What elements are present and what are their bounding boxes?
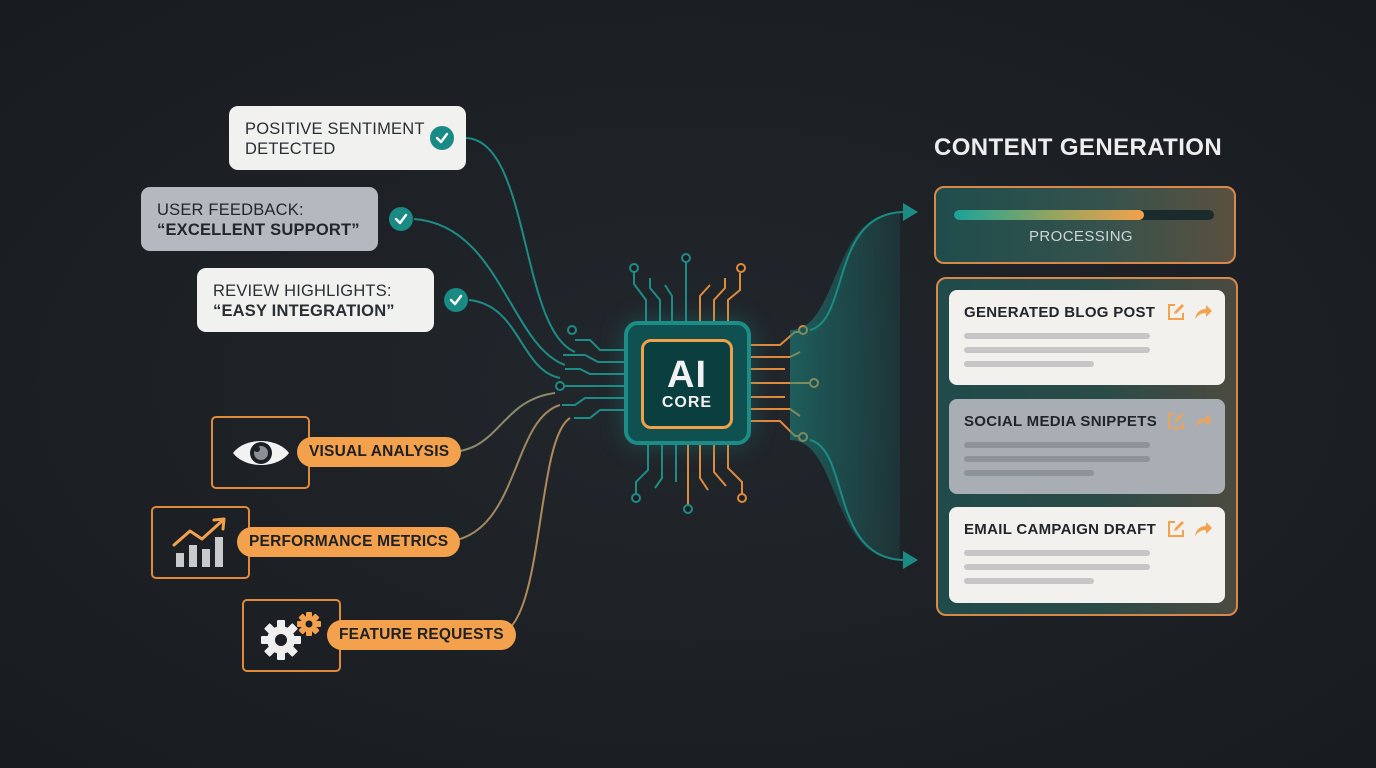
- text-placeholder-line: [964, 470, 1094, 476]
- check-icon: [389, 207, 413, 231]
- input-card-line1: POSITIVE SENTIMENT: [245, 120, 425, 138]
- edit-icon[interactable]: [1166, 302, 1186, 322]
- input-card-line2: “EXCELLENT SUPPORT”: [157, 221, 360, 239]
- output-card-title: SOCIAL MEDIA SNIPPETS: [964, 413, 1157, 430]
- output-card-title: EMAIL CAMPAIGN DRAFT: [964, 521, 1157, 538]
- output-card-title: GENERATED BLOG POST: [964, 304, 1156, 321]
- text-placeholder-line: [964, 333, 1150, 339]
- text-placeholder-line: [964, 456, 1150, 462]
- text-placeholder-line: [964, 550, 1150, 556]
- progress-fill: [954, 210, 1144, 220]
- input-card-feedback: USER FEEDBACK: “EXCELLENT SUPPORT”: [141, 187, 378, 251]
- output-card-email-campaign[interactable]: EMAIL CAMPAIGN DRAFT: [949, 507, 1225, 603]
- feature-requests-icon-box: [242, 599, 341, 672]
- output-card-social-media[interactable]: SOCIAL MEDIA SNIPPETS: [949, 399, 1225, 494]
- bar-chart-icon: [172, 517, 225, 567]
- input-card-sentiment: POSITIVE SENTIMENT DETECTED: [229, 106, 466, 170]
- input-card-line1: USER FEEDBACK:: [157, 201, 304, 219]
- text-placeholder-line: [964, 564, 1150, 570]
- content-generation-title: CONTENT GENERATION: [934, 134, 1223, 161]
- gears-icon: [260, 611, 321, 660]
- feature-requests-label: FEATURE REQUESTS: [327, 620, 516, 650]
- text-placeholder-line: [964, 361, 1094, 367]
- ai-core-die: AI CORE: [641, 339, 733, 429]
- check-icon: [430, 126, 454, 150]
- input-card-line2: DETECTED: [245, 140, 336, 158]
- performance-metrics-icon-box: [151, 506, 250, 579]
- share-icon[interactable]: [1193, 519, 1213, 539]
- eye-icon: [232, 440, 289, 465]
- ai-core-subtitle: CORE: [661, 394, 713, 411]
- visual-analysis-icon-box: [211, 416, 310, 489]
- visual-analysis-label: VISUAL ANALYSIS: [297, 437, 462, 467]
- check-icon: [444, 288, 468, 312]
- input-card-line2: “EASY INTEGRATION”: [213, 302, 395, 320]
- share-icon[interactable]: [1193, 411, 1213, 431]
- edit-icon[interactable]: [1166, 519, 1186, 539]
- text-placeholder-line: [964, 442, 1150, 448]
- edit-icon[interactable]: [1166, 411, 1186, 431]
- processing-panel: [934, 186, 1236, 264]
- performance-metrics-label: PERFORMANCE METRICS: [237, 527, 461, 557]
- processing-label: PROCESSING: [1028, 228, 1134, 245]
- input-card-review: REVIEW HIGHLIGHTS: “EASY INTEGRATION”: [197, 268, 434, 332]
- text-placeholder-line: [964, 347, 1150, 353]
- share-icon[interactable]: [1193, 302, 1213, 322]
- text-placeholder-line: [964, 578, 1094, 584]
- ai-core-title: AI: [667, 354, 707, 396]
- input-card-line1: REVIEW HIGHLIGHTS:: [213, 282, 392, 300]
- output-card-blog-post[interactable]: GENERATED BLOG POST: [949, 290, 1225, 385]
